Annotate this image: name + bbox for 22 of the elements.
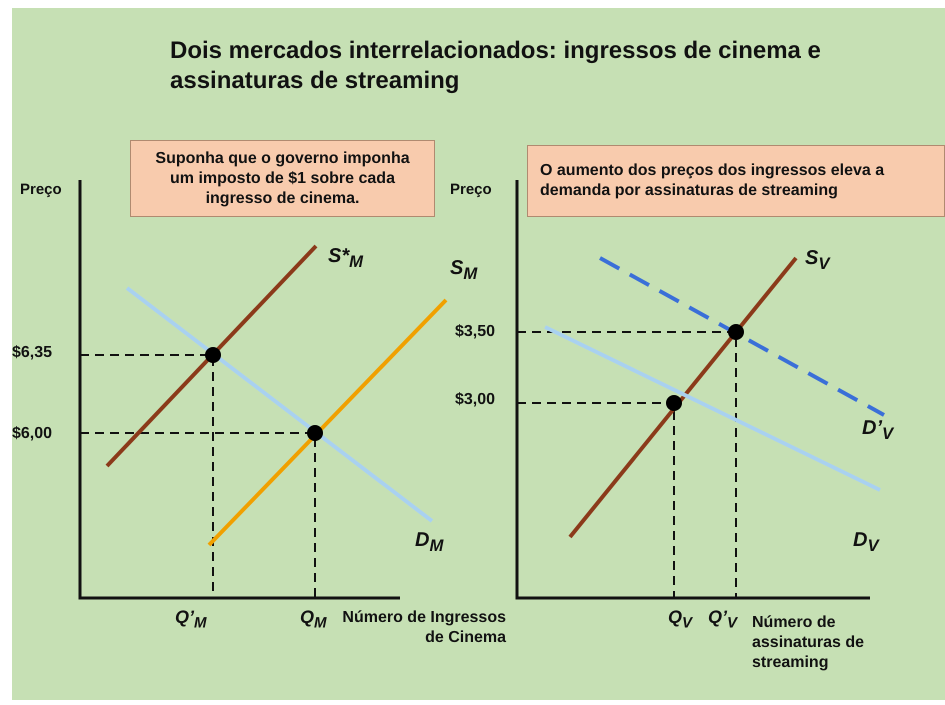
curve-label: S$_{V}$ bbox=[805, 246, 832, 275]
note-text: Suponha que o governo imponha um imposto de $1 sobre cada ingresso de cinema. bbox=[154, 148, 411, 208]
curve-label: S*$_{M}$ bbox=[328, 244, 364, 273]
quantity-label: Q$_{V}$ bbox=[668, 606, 694, 634]
quantity-label: Q’$_{M}$ bbox=[175, 606, 208, 634]
curve-label: D$_{M}$ bbox=[415, 528, 445, 557]
note-box bbox=[130, 140, 435, 217]
axis-title: Número de assinaturas de streaming bbox=[752, 613, 866, 673]
quantity-label: Q’$_{V}$ bbox=[708, 606, 739, 634]
chart-title: Dois mercados interrelacionados: ingressos de cinema e assinaturas de streaming bbox=[170, 36, 822, 96]
note-box bbox=[527, 145, 945, 217]
axis-title: Preço bbox=[450, 180, 493, 199]
curve-label: S$_{M}$ bbox=[450, 256, 478, 285]
curve-label: D$_{V}$ bbox=[853, 528, 881, 557]
axis-title: Preço bbox=[20, 180, 63, 199]
axis-title: Número de Ingressos de Cinema bbox=[341, 608, 506, 648]
price-label: $3,50 bbox=[455, 322, 496, 342]
price-label: $6,35 bbox=[12, 343, 54, 363]
note-text: O aumento dos preços dos ingressos eleva a demanda por assinaturas de streaming bbox=[540, 161, 886, 201]
price-label: $6,00 bbox=[12, 424, 54, 444]
curve-label: D’$_{V}$ bbox=[862, 416, 896, 445]
price-label: $3,00 bbox=[455, 390, 496, 410]
